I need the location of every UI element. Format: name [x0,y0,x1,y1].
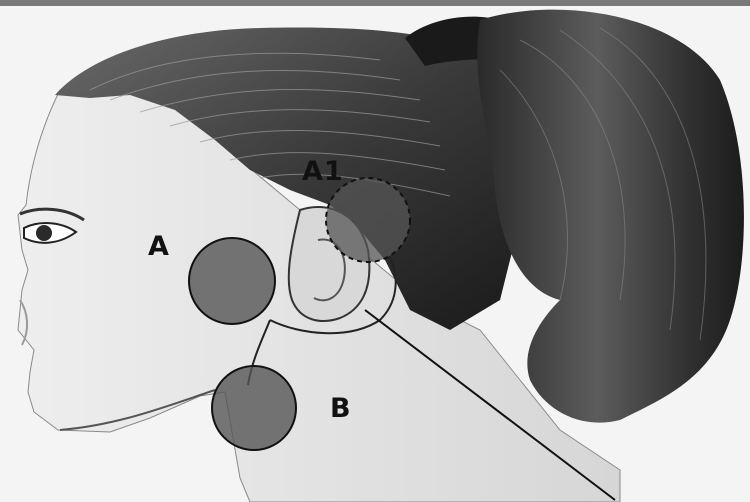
label-a1: A1 [302,158,344,185]
marker-a1 [326,178,410,262]
label-b: B [330,395,352,422]
label-a: A [148,233,170,260]
top-border [0,0,750,6]
marker-a [189,238,275,324]
marker-b [212,366,296,450]
